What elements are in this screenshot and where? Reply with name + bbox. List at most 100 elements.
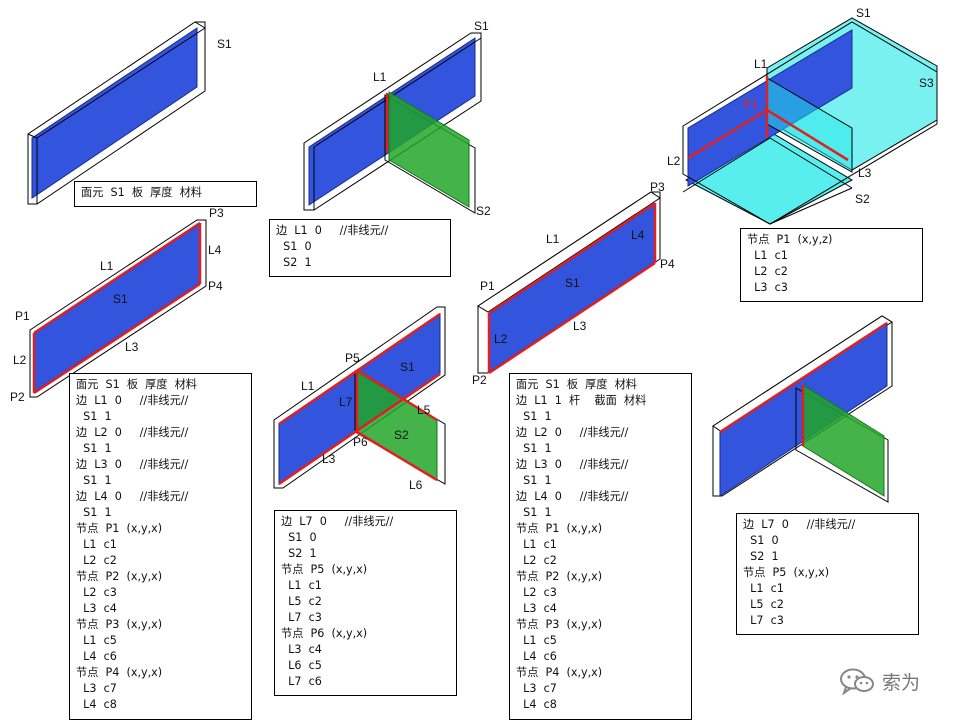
box-line: 边 L3 0 //非线元//: [76, 458, 189, 471]
label-l2: L2: [494, 332, 508, 346]
box-line: 边 L7 0 //非线元//: [281, 515, 394, 528]
label-s2: S2: [394, 428, 409, 442]
box-line: 节点 P5 (x,y,x): [281, 563, 368, 576]
edge-l3: [33, 282, 201, 395]
box-line: L2 c3: [76, 586, 117, 599]
box-line: L1 c1: [516, 538, 557, 551]
edge-l6: [356, 430, 438, 482]
label-l6: L6: [409, 478, 423, 492]
box-line: S2 1: [281, 547, 317, 560]
plate-diagram-7: [712, 315, 893, 503]
box-line: S1 0: [743, 534, 779, 547]
plate-s1-face: [31, 27, 198, 199]
box-line: L7 c3: [281, 611, 322, 624]
definition-box-plate-beam: 面元 S1 板 厚度 材料 边 L1 1 杆 截面 材料 S1 1 边 L2 0…: [509, 373, 692, 720]
box-line: S1 1: [516, 506, 552, 519]
box-line: S1 1: [516, 442, 552, 455]
box-line: L3 c7: [76, 682, 117, 695]
box-line: L1 c5: [76, 634, 117, 647]
box-line: 边 L1 1 杆 截面 材料: [516, 394, 647, 407]
label-l1: L1: [100, 259, 114, 273]
box-line: S1 0: [281, 531, 317, 544]
edge-l3: [278, 372, 441, 486]
box-line: S1 1: [516, 474, 552, 487]
plate-diagram-3: [682, 17, 938, 225]
plate-edge: [36, 27, 206, 139]
watermark-text: 索为: [882, 672, 921, 694]
box-line: S2 1: [276, 256, 312, 269]
edge-l5: [356, 368, 438, 422]
box-line: L5 c2: [281, 595, 322, 608]
label-l1: L1: [301, 379, 315, 393]
label-s1: S1: [400, 360, 415, 374]
label-l3: L3: [858, 166, 872, 180]
box-line: 面元 S1 板 厚度 材料: [516, 378, 637, 391]
definition-box-junction-beam: 边 L7 0 //非线元// S1 0 S2 1 节点 P5 (x,y,x) L…: [736, 513, 919, 635]
label-p5: P5: [345, 351, 360, 365]
box-line: 边 L4 0 //非线元//: [516, 490, 629, 503]
label-l1: L1: [373, 70, 387, 84]
box-line: 节点 P3 (x,y,x): [76, 618, 163, 631]
box-line: S1 1: [76, 474, 112, 487]
label-l2: L2: [13, 353, 27, 367]
box-line: S1 1: [516, 410, 552, 423]
box-line: 边 L3 0 //非线元//: [516, 458, 629, 471]
label-l4: L4: [208, 243, 222, 257]
box-line: 边 L7 0 //非线元//: [743, 518, 856, 531]
label-l2: L2: [667, 154, 681, 168]
label-s1: S1: [113, 292, 128, 306]
edge-l1: [488, 201, 656, 315]
box-line: S1 1: [76, 506, 112, 519]
box-line: S1 1: [76, 442, 112, 455]
junction-edge-l3: [766, 108, 849, 162]
label-s3: S3: [919, 76, 934, 90]
label-s1: S1: [856, 6, 871, 20]
box-line: L5 c2: [743, 598, 784, 611]
edge-l1: [33, 221, 201, 335]
plate-edge: [769, 137, 853, 189]
box-line: 边 L1 0 //非线元//: [76, 394, 189, 407]
plate-s2-face: [388, 91, 470, 208]
plate-edge: [682, 137, 771, 193]
label-l3: L3: [573, 319, 587, 333]
box-line: L1 c1: [76, 538, 117, 551]
label-p4: P4: [660, 257, 675, 271]
label-l4: L4: [631, 228, 645, 242]
box-line: 边 L1 0 //非线元//: [276, 224, 389, 237]
box-line: 节点 P5 (x,y,x): [743, 566, 830, 579]
label-l3: L3: [322, 452, 336, 466]
box-line: 面元 S1 板 厚度 材料: [76, 378, 197, 391]
definition-box-surface: 面元 S1 板 厚度 材料: [74, 181, 257, 207]
box-line: L3 c4: [516, 602, 557, 615]
box-line: 面元 S1 板 厚度 材料: [81, 186, 202, 199]
box-line: 边 L2 0 //非线元//: [516, 426, 629, 439]
box-line: S2 1: [743, 550, 779, 563]
label-p1: P1: [15, 309, 30, 323]
box-outline: [682, 21, 938, 225]
box-line: 节点 P2 (x,y,x): [76, 570, 163, 583]
junction-edge-l2: [687, 108, 768, 160]
beam-top-outline: [477, 191, 661, 313]
box-line: L7 c3: [743, 614, 784, 627]
box-line: L4 c6: [516, 650, 557, 663]
wechat-icon: [840, 668, 874, 695]
box-line: 节点 P1 (x,y,z): [747, 233, 833, 246]
label-s1: S1: [474, 19, 489, 33]
box-line: L1 c1: [747, 249, 788, 262]
box-line: 边 L4 0 //非线元//: [76, 490, 189, 503]
box-line: L1 c1: [281, 579, 322, 592]
box-line: L2 c2: [516, 554, 557, 567]
plate-diagram-5: [477, 191, 661, 375]
box-line: S1 0: [276, 240, 312, 253]
box-line: 节点 P2 (x,y,x): [516, 570, 603, 583]
label-l1: L1: [546, 232, 560, 246]
label-p1: P1: [743, 97, 758, 111]
label-l5: L5: [417, 403, 431, 417]
box-line: L3 c7: [516, 682, 557, 695]
plate-diagram-1: [27, 21, 206, 205]
box-line: L4 c8: [516, 698, 557, 711]
box-line: L2 c2: [76, 554, 117, 567]
plate-edge: [194, 21, 206, 29]
box-line: 节点 P6 (x,y,x): [281, 627, 368, 640]
label-l7: L7: [339, 395, 353, 409]
